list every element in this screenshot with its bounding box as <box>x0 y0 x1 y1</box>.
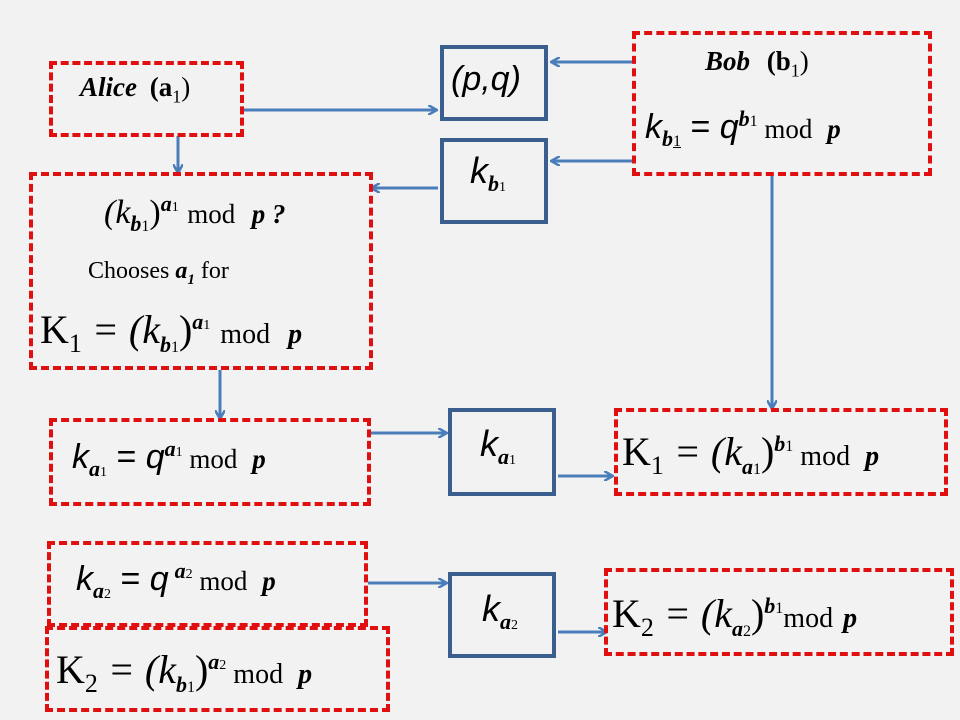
ka2-box <box>448 572 556 658</box>
k2-bob-box <box>604 568 954 656</box>
ka1-equation-box <box>49 418 371 506</box>
kb1-label: kb1 <box>470 150 506 197</box>
bob-public-key-formula: kb1 = qb1 mod p <box>645 105 841 151</box>
k1-bob-box <box>614 408 948 496</box>
k2-alice-formula: K2 = (kb1)a2 mod p <box>56 647 313 698</box>
ka2-label: ka2 <box>482 588 518 635</box>
ka1-box <box>448 408 556 496</box>
ka2-equation-box <box>47 541 368 627</box>
alice-box <box>49 61 244 137</box>
pq-box <box>440 45 548 121</box>
kb1-box <box>440 138 548 224</box>
bob-box <box>632 31 932 176</box>
k2-alice-box <box>45 626 390 712</box>
alice-label: Alice (a1) <box>80 72 191 107</box>
ka1-label: ka1 <box>480 423 516 470</box>
pq-label: (p,q) <box>451 60 521 98</box>
bob-label: Bob (b1) <box>705 46 809 81</box>
ka1-equation: ka1 = qa1 mod p <box>72 435 266 481</box>
alice-calc-box <box>29 172 373 370</box>
k1-bob-formula: K1 = (ka1)b1 mod p <box>622 429 880 480</box>
alice-calc-line2: Chooses a1 for <box>88 258 229 288</box>
alice-calc-line1: (kb1)a1 mod p ? <box>104 190 286 236</box>
alice-calc-line3: K1 = (kb1)a1 mod p <box>40 307 303 358</box>
